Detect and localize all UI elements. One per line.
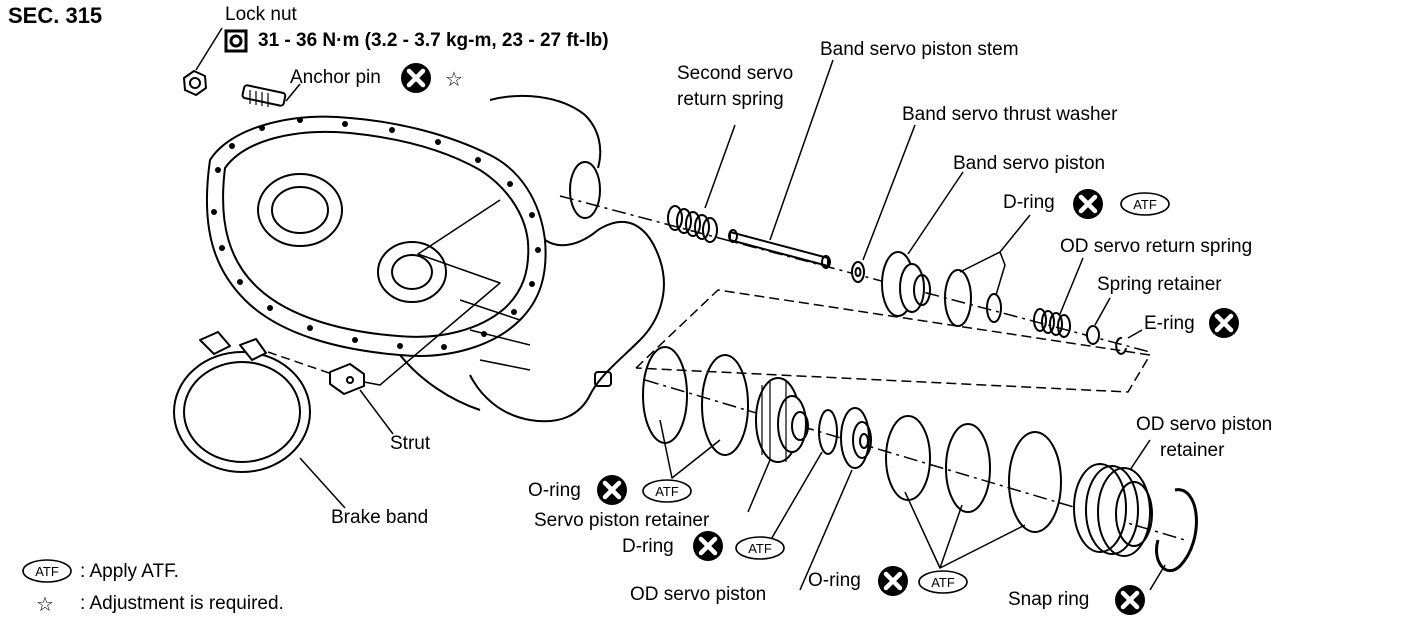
label-band-servo-piston: Band servo piston xyxy=(953,153,1106,174)
label-spring-retainer: Spring retainer xyxy=(1097,274,1222,295)
atf-oval-o-ring-right xyxy=(918,570,968,594)
x-mark-d-ring-top xyxy=(1073,189,1103,219)
piston-stem-part xyxy=(728,229,831,269)
x-mark-o-ring-right xyxy=(878,566,908,596)
label-od-servo-piston-retainer-2: retainer xyxy=(1160,440,1225,461)
servo-piston-retainer-part xyxy=(755,377,809,463)
strut-part xyxy=(329,363,365,395)
atf-oval-d-ring-bottom xyxy=(735,536,785,560)
o-ring-lower-right-c xyxy=(1008,431,1062,533)
atf-oval-legend xyxy=(22,559,72,583)
star-anchor-pin: ☆ xyxy=(445,67,463,91)
thrust-washer-part xyxy=(851,261,865,283)
anchor-pin-part xyxy=(241,84,287,107)
d-ring-top-large xyxy=(944,269,972,327)
spring-retainer-part xyxy=(1086,325,1100,345)
legend-star-text: : Adjustment is required. xyxy=(80,593,284,614)
section-number: SEC. 315 xyxy=(8,3,103,28)
label-anchor-pin: Anchor pin xyxy=(290,67,381,88)
label-brake-band: Brake band xyxy=(331,507,429,528)
atf-oval-d-ring-top xyxy=(1120,192,1170,216)
label-e-ring: E-ring xyxy=(1144,313,1195,334)
o-ring-lower-left-b xyxy=(701,354,749,456)
band-servo-piston-part xyxy=(881,251,931,317)
od-servo-piston-part xyxy=(840,407,872,469)
torque-wrench-icon xyxy=(224,29,248,53)
label-lock-nut: Lock nut xyxy=(225,4,297,25)
label-band-servo-thrust-washer: Band servo thrust washer xyxy=(902,104,1118,125)
snap-ring-part xyxy=(1155,488,1198,573)
e-ring-part xyxy=(1115,336,1127,355)
atf-text-3: ATF xyxy=(748,541,772,556)
transmission-case xyxy=(205,94,665,423)
label-d-ring-bottom: D-ring xyxy=(622,536,674,557)
legend-atf-text: : Apply ATF. xyxy=(80,561,179,582)
label-od-servo-return-spring: OD servo return spring xyxy=(1060,236,1253,257)
d-ring-lower xyxy=(818,409,838,455)
label-band-servo-piston-stem: Band servo piston stem xyxy=(820,39,1019,60)
od-servo-spring-part xyxy=(1033,308,1071,338)
x-mark-e-ring xyxy=(1209,308,1239,338)
label-o-ring-left: O-ring xyxy=(528,480,581,501)
atf-text-2: ATF xyxy=(655,484,679,499)
label-od-servo-piston-retainer-1: OD servo piston xyxy=(1136,414,1273,435)
o-ring-lower-left-a xyxy=(642,346,688,444)
label-torque: 31 - 36 N·m (3.2 - 3.7 kg-m, 23 - 27 ft-… xyxy=(258,30,609,51)
label-d-ring-top: D-ring xyxy=(1003,192,1055,213)
lock-nut-part xyxy=(183,70,207,96)
label-snap-ring: Snap ring xyxy=(1008,589,1090,610)
atf-oval-o-ring-left xyxy=(642,479,692,503)
x-mark-anchor-pin xyxy=(401,63,431,93)
x-mark-snap-ring xyxy=(1115,585,1145,615)
label-servo-piston-retainer: Servo piston retainer xyxy=(534,510,710,531)
label-od-servo-piston: OD servo piston xyxy=(630,584,767,605)
atf-text-4: ATF xyxy=(931,575,955,590)
second-servo-spring-part xyxy=(667,205,718,243)
d-ring-top-small xyxy=(986,293,1002,323)
star-legend: ☆ xyxy=(36,592,54,616)
label-second-servo-1: Second servo xyxy=(677,63,794,84)
x-mark-d-ring-bottom xyxy=(693,531,723,561)
o-ring-lower-right-b xyxy=(945,423,991,513)
atf-text-1: ATF xyxy=(1133,197,1157,212)
label-second-servo-2: return spring xyxy=(677,89,784,110)
brake-band-part xyxy=(173,331,311,473)
label-strut: Strut xyxy=(390,433,431,454)
x-mark-o-ring-left xyxy=(597,475,627,505)
od-servo-piston-retainer-part xyxy=(1073,463,1153,557)
atf-text-legend: ATF xyxy=(35,564,59,579)
label-o-ring-right: O-ring xyxy=(808,570,861,591)
